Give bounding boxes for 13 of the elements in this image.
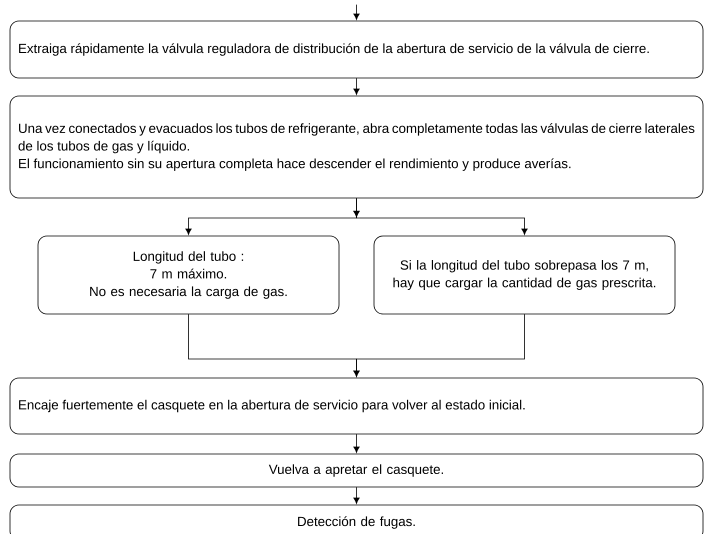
process-box: Detección de fugas. (10, 504, 704, 534)
process-box: Longitud del tubo : 7 m máximo. No es necesaria la carga de gas. (38, 236, 340, 314)
process-box: Vuelva a apretar el casquete. (10, 454, 704, 488)
arrow (353, 434, 360, 453)
process-box: Extraiga rápidamente la válvula reguladora de distribución de la abertura de servicio de la válvula de cierre. (10, 20, 704, 78)
arrow (353, 78, 360, 95)
process-box: Si la longitud del tubo sobrepasa los 7 m, hay que cargar la cantidad de gas prescrita. (374, 236, 676, 314)
arrow (353, 487, 360, 504)
arrow (353, 314, 525, 377)
process-box: Encaje fuertemente el casquete en la abertura de servicio para volver al estado inicial. (10, 378, 704, 434)
process-box: Una vez conectados y evacuados los tubos de refrigerante, abra completamente todas las válvulas de cierre laterales de los tubos de gas y líquido. El funcionamiento sin su apertura completa hace descender el rendimiento y produce averías. (10, 96, 704, 198)
arrow (353, 4, 360, 20)
arrow (353, 198, 528, 235)
